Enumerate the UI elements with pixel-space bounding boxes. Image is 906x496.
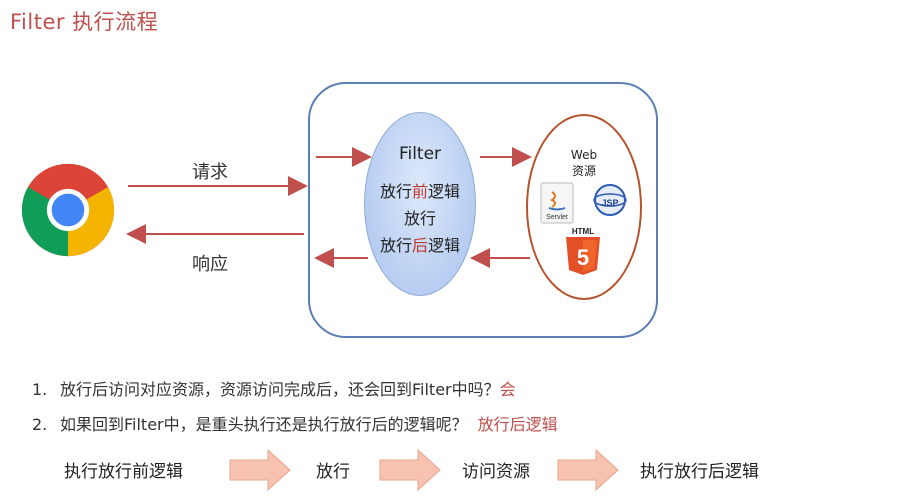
jsp-icon: JSP <box>593 184 627 216</box>
page-title: Filter 执行流程 <box>10 10 159 34</box>
flow-arrow-2 <box>379 448 441 492</box>
flow-step-pass: 放行 <box>316 462 350 482</box>
answer-1: 会 <box>499 380 516 399</box>
answer-2: 放行后逻辑 <box>477 415 558 434</box>
flow-arrow-1 <box>229 448 291 492</box>
response-label: 响应 <box>192 254 228 275</box>
svg-text:Servlet: Servlet <box>546 214 568 221</box>
web-resource-label: 资源 <box>571 164 596 178</box>
question-2: 2.如果回到Filter中，是重头执行还是执行放行后的逻辑呢？放行后逻辑 <box>32 415 558 434</box>
flow-step-pre-logic: 执行放行前逻辑 <box>64 462 183 482</box>
filter-ellipse <box>364 112 476 296</box>
flow-step-access-resource: 访问资源 <box>462 462 530 482</box>
filter-post-logic: 放行后逻辑 <box>379 236 461 255</box>
svg-text:JSP: JSP <box>601 198 618 208</box>
question-1: 1.放行后访问对应资源，资源访问完成后，还会回到Filter中吗？会 <box>32 380 516 399</box>
filter-title: Filter <box>398 144 442 164</box>
filter-container-box <box>308 82 658 338</box>
flow-arrow-3 <box>557 448 619 492</box>
web-label: Web <box>570 148 598 162</box>
svg-text:5: 5 <box>577 245 589 270</box>
flow-step-post-logic: 执行放行后逻辑 <box>640 462 759 482</box>
chrome-icon <box>21 163 115 257</box>
filter-pass: 放行 <box>403 209 436 228</box>
java-servlet-icon: Servlet <box>540 182 574 224</box>
filter-pre-logic: 放行前逻辑 <box>379 182 461 201</box>
svg-text:HTML: HTML <box>572 227 594 236</box>
request-label: 请求 <box>192 162 228 183</box>
html5-icon: HTML 5 <box>566 227 600 275</box>
